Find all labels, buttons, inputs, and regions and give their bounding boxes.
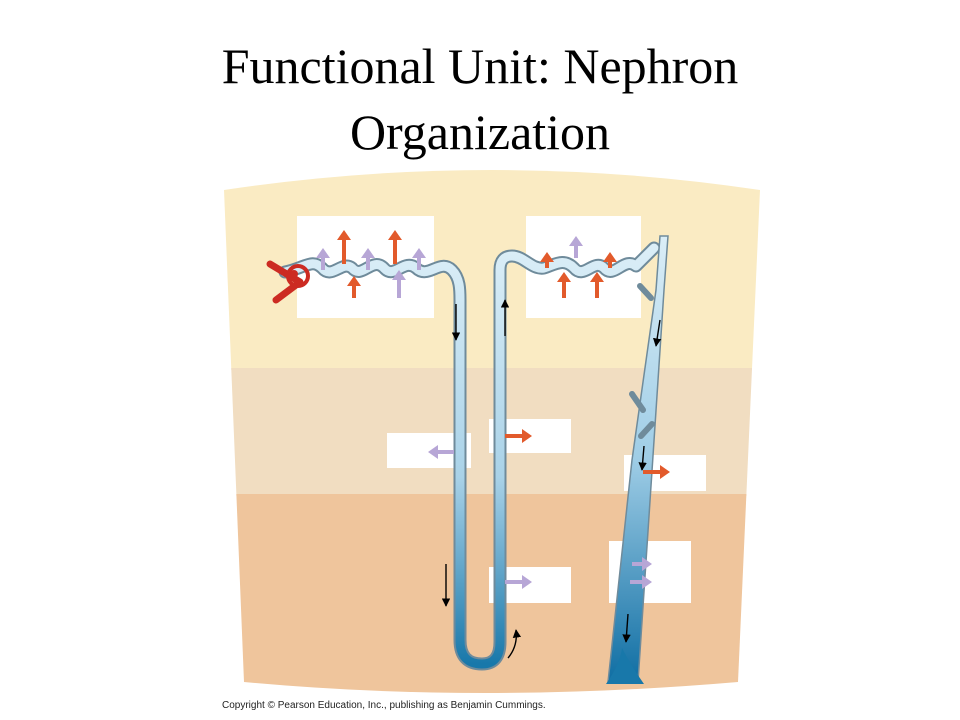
arrow-icon bbox=[361, 248, 375, 270]
arrow-icon bbox=[590, 272, 604, 298]
arrow-icon bbox=[347, 276, 361, 298]
arrow-icon bbox=[505, 575, 532, 589]
arrow-icon bbox=[388, 230, 402, 264]
arrow-icon bbox=[412, 248, 426, 270]
glomerulus-icon bbox=[266, 260, 310, 304]
arrow-icon bbox=[603, 252, 617, 268]
flow-arrow-icon bbox=[507, 629, 522, 659]
flow-arrow-icon bbox=[638, 445, 647, 471]
arrow-icon bbox=[557, 272, 571, 298]
arrow-icon bbox=[428, 445, 454, 459]
page-title-line-2: Organization bbox=[349, 104, 611, 160]
collecting-duct bbox=[606, 235, 669, 684]
arrow-icon bbox=[392, 270, 406, 298]
copyright-notice: Copyright © Pearson Education, Inc., pub… bbox=[222, 700, 546, 711]
lavender-arrows bbox=[316, 236, 652, 589]
arrow-icon bbox=[630, 575, 652, 589]
arrow-icon bbox=[569, 236, 583, 258]
nephron-tubule bbox=[278, 241, 661, 671]
arrow-icon bbox=[505, 429, 532, 443]
arrow-icon bbox=[337, 230, 351, 264]
flow-arrow-icon bbox=[622, 613, 631, 643]
page-title-line-1: Functional Unit: Nephron bbox=[221, 38, 739, 94]
arrow-icon bbox=[540, 252, 554, 268]
flow-arrow-icon bbox=[652, 319, 662, 347]
flow-arrows bbox=[441, 299, 662, 659]
orange-arrows bbox=[337, 230, 670, 479]
arrow-icon bbox=[316, 248, 330, 270]
arrow-icon bbox=[643, 465, 670, 479]
arrow-icon bbox=[632, 557, 652, 571]
